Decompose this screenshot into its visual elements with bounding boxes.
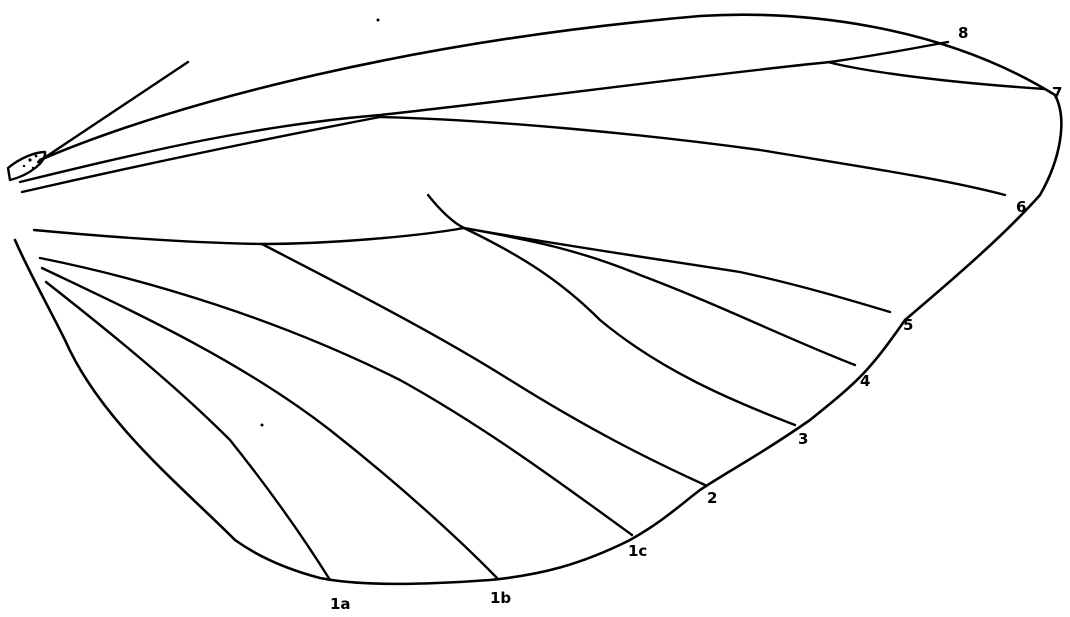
costal-margin: [40, 15, 1055, 160]
cell-upper-edge: [34, 228, 464, 244]
label-vein-8: 8: [958, 24, 968, 42]
label-vein-2: 2: [707, 489, 717, 507]
label-vein-7: 7: [1052, 84, 1062, 102]
basal-speck-3: [39, 162, 42, 165]
vein-1b-line: [42, 268, 497, 578]
label-vein-5: 5: [903, 316, 913, 334]
label-vein-4: 4: [860, 372, 870, 390]
outer-margin: [15, 95, 1061, 584]
label-vein-1b: 1b: [490, 589, 511, 607]
label-vein-3: 3: [798, 430, 808, 448]
basal-knob: [8, 152, 45, 180]
discocellular-spur: [428, 195, 464, 228]
vein-1a-line: [46, 282, 330, 580]
basal-speck-1: [28, 158, 31, 161]
label-vein-6: 6: [1016, 198, 1026, 216]
basal-speck-2: [35, 155, 38, 158]
vein-6-line: [22, 117, 1005, 195]
basal-speck-5: [32, 167, 34, 169]
vein-2-line: [262, 244, 705, 485]
label-vein-1c: 1c: [628, 542, 647, 560]
label-vein-1a: 1a: [330, 595, 351, 613]
vein-3-line: [464, 228, 795, 425]
basal-speck-4: [23, 165, 25, 167]
stray-dot-mid: [261, 424, 264, 427]
stray-dot-top: [377, 19, 380, 22]
vein-7-line: [828, 62, 1045, 89]
vein-1c-line: [40, 258, 632, 535]
vein-4-line: [464, 228, 855, 365]
